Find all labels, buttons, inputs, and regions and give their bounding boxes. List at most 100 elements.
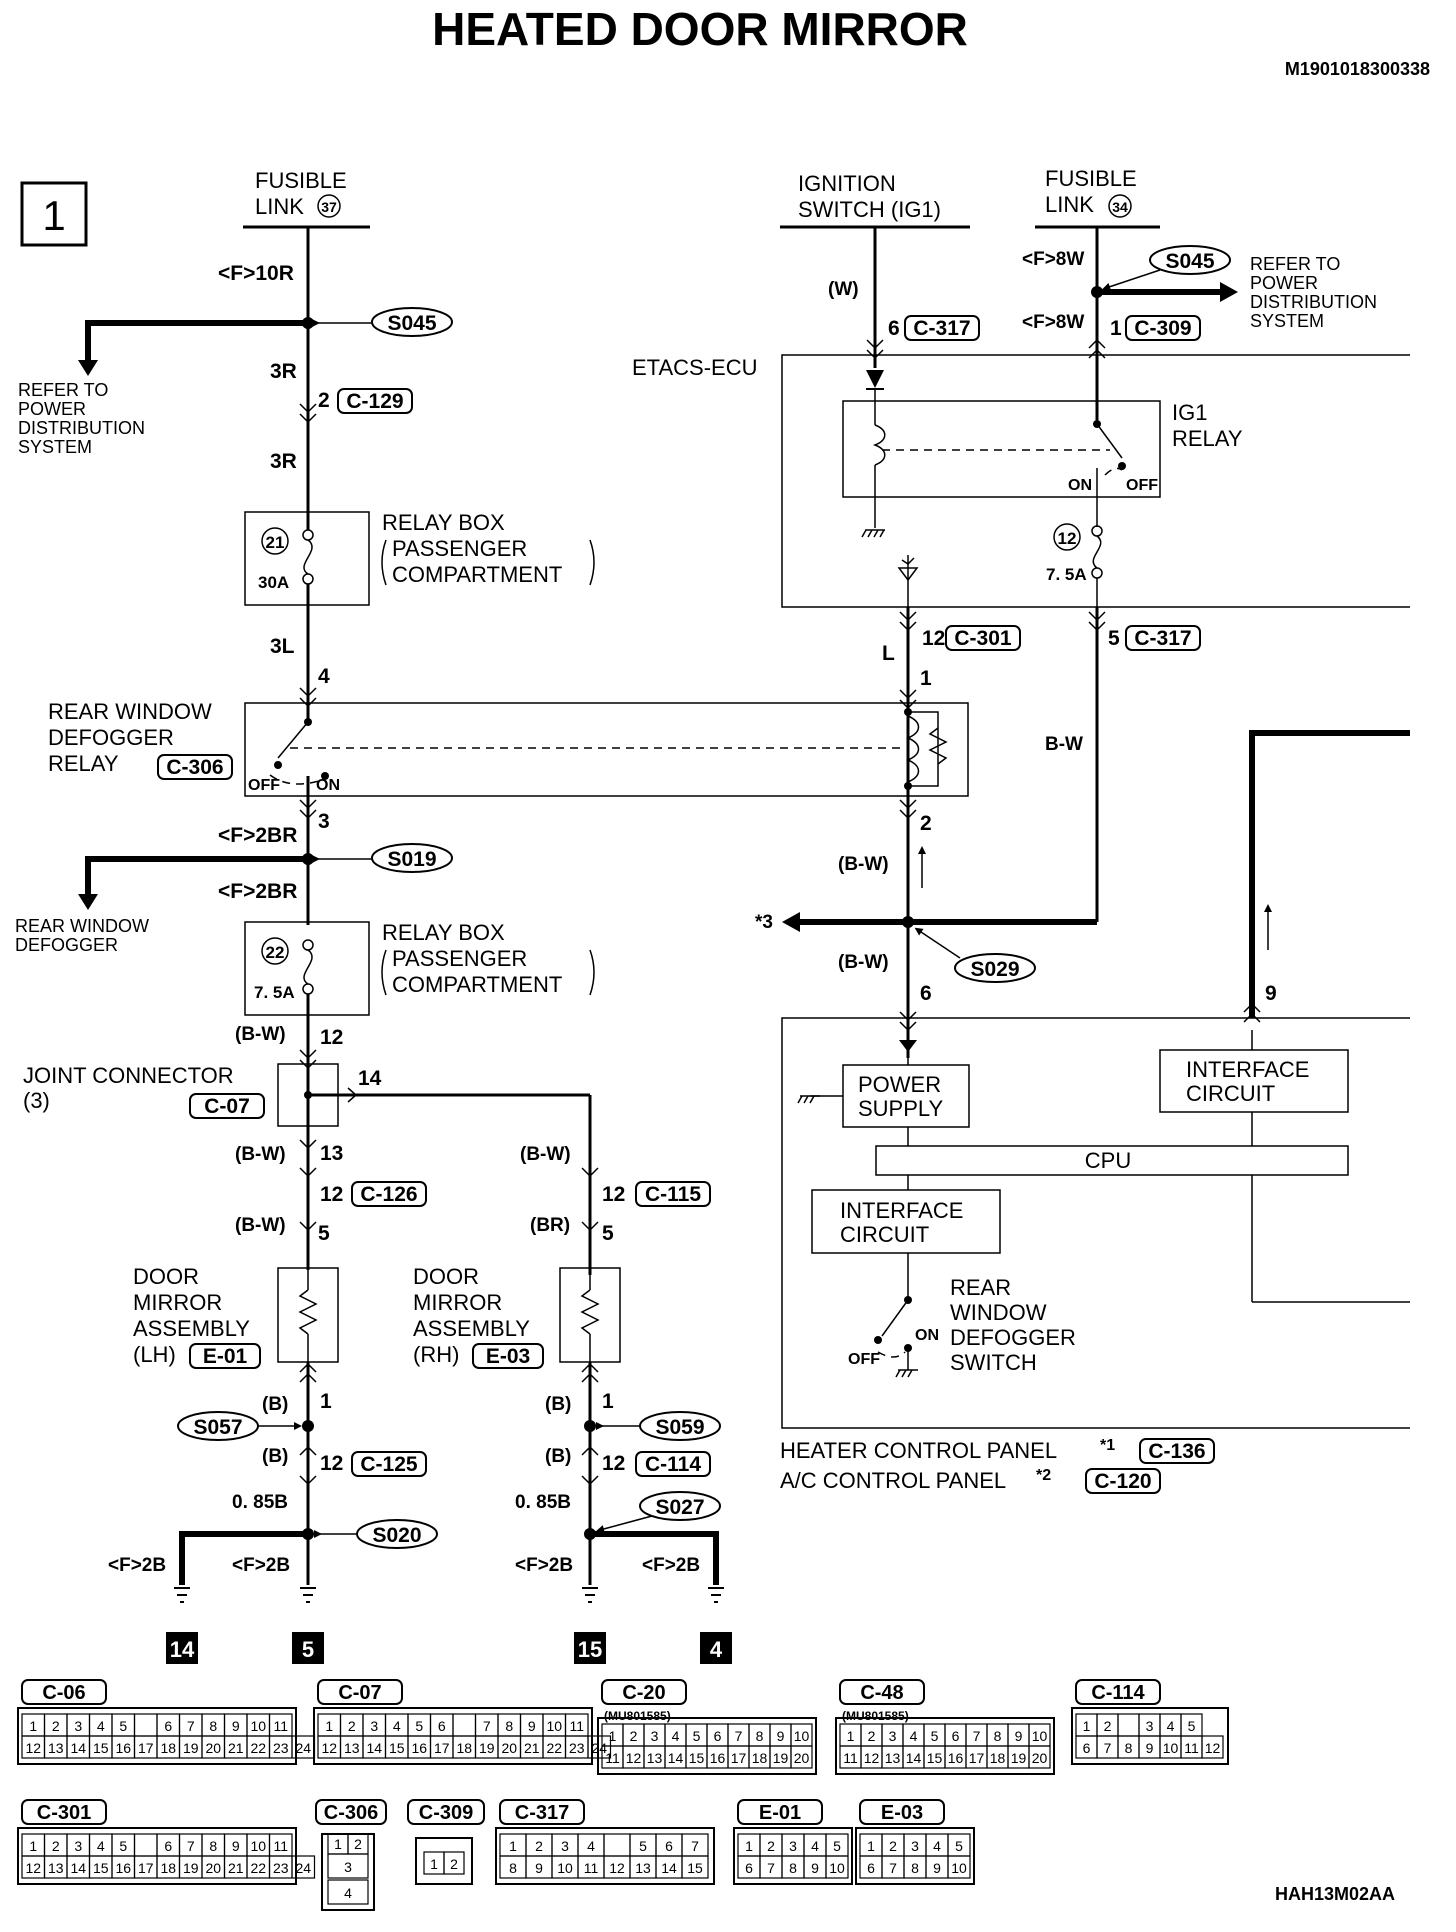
svg-text:RELAY: RELAY [1172, 426, 1243, 451]
page-number-box: 1 [20, 181, 88, 247]
svg-text:4: 4 [318, 665, 330, 688]
svg-text:PASSENGER: PASSENGER [392, 946, 527, 971]
svg-text:7: 7 [483, 1718, 491, 1734]
svg-text:C-301: C-301 [37, 1802, 91, 1824]
svg-text:20: 20 [1032, 1750, 1048, 1766]
svg-text:SWITCH: SWITCH [950, 1350, 1037, 1375]
svg-text:9: 9 [232, 1838, 240, 1854]
svg-text:<F>2B: <F>2B [642, 1555, 700, 1576]
svg-text:COMPARTMENT: COMPARTMENT [392, 562, 562, 587]
svg-text:2: 2 [920, 812, 932, 835]
svg-text:(B): (B) [545, 1394, 571, 1415]
svg-text:12: 12 [25, 1860, 41, 1876]
svg-text:(B-W): (B-W) [520, 1144, 571, 1165]
svg-text:S020: S020 [372, 1524, 421, 1547]
svg-text:8: 8 [209, 1838, 217, 1854]
svg-text:10: 10 [250, 1718, 266, 1734]
svg-text:17: 17 [138, 1860, 154, 1876]
svg-text:INTERFACE: INTERFACE [1186, 1057, 1309, 1082]
svg-text:3L: 3L [270, 635, 295, 658]
svg-text:16: 16 [115, 1860, 131, 1876]
svg-text:E-03: E-03 [881, 1802, 923, 1824]
svg-text:12: 12 [864, 1750, 880, 1766]
svg-text:24: 24 [591, 1740, 607, 1756]
svg-text:5: 5 [955, 1838, 963, 1854]
svg-text:FUSIBLE: FUSIBLE [1045, 166, 1137, 191]
interface-wire [1249, 730, 1410, 1018]
svg-text:19: 19 [183, 1860, 199, 1876]
svg-text:9: 9 [933, 1860, 941, 1876]
svg-text:6: 6 [952, 1728, 960, 1744]
svg-text:(B-W): (B-W) [838, 854, 889, 875]
svg-text:2: 2 [52, 1718, 60, 1734]
etacs-ecu: ETACS-ECU IG1 RELAY ON OFF 12 7. 5A [632, 354, 1410, 608]
svg-text:C-114: C-114 [1091, 1682, 1145, 1704]
splice-s045-left: S045 [312, 307, 453, 337]
svg-text:15: 15 [389, 1740, 405, 1756]
svg-text:3: 3 [370, 1718, 378, 1734]
refer-power-right: REFER TO POWER DISTRIBUTION SYSTEM [1097, 254, 1377, 331]
svg-text:20: 20 [205, 1740, 221, 1756]
svg-text:ON: ON [316, 777, 340, 794]
svg-text:4: 4 [672, 1728, 680, 1744]
svg-text:4: 4 [1167, 1718, 1175, 1734]
svg-text:8: 8 [911, 1860, 919, 1876]
svg-text:5: 5 [602, 1222, 614, 1245]
pin-mark [899, 799, 917, 820]
svg-text:0. 85B: 0. 85B [515, 1492, 571, 1513]
svg-text:11: 11 [1184, 1740, 1199, 1756]
svg-text:<F>2B: <F>2B [232, 1555, 290, 1576]
svg-text:11: 11 [273, 1718, 288, 1734]
svg-text:16: 16 [710, 1750, 726, 1766]
svg-text:REAR: REAR [950, 1275, 1011, 1300]
splice-s057: S057 [177, 1411, 302, 1441]
fusible-link-34: FUSIBLE LINK 34 [1035, 166, 1160, 229]
svg-text:22: 22 [250, 1740, 266, 1756]
svg-text:22: 22 [546, 1740, 562, 1756]
ground-symbols: 14 5 15 4 [166, 1587, 732, 1664]
splice-dot [584, 1420, 596, 1432]
svg-text:DEFOGGER: DEFOGGER [48, 725, 174, 750]
svg-text:CIRCUIT: CIRCUIT [840, 1222, 929, 1247]
svg-text:5: 5 [1188, 1718, 1196, 1734]
svg-text:<F>8W: <F>8W [1022, 312, 1084, 333]
svg-text:14: 14 [661, 1860, 677, 1876]
svg-text:REFER TO: REFER TO [1250, 254, 1340, 274]
pin-mark [299, 1362, 317, 1383]
rh-ground-branch [590, 1531, 719, 1585]
svg-text:17: 17 [138, 1740, 154, 1756]
svg-text:C-48: C-48 [860, 1682, 903, 1704]
svg-text:5: 5 [639, 1838, 647, 1854]
svg-text:IG1: IG1 [1172, 400, 1207, 425]
svg-text:12: 12 [321, 1740, 337, 1756]
svg-text:SYSTEM: SYSTEM [18, 437, 92, 457]
c317-tag-a [904, 315, 980, 341]
svg-text:RELAY BOX: RELAY BOX [382, 920, 505, 945]
svg-text:23: 23 [569, 1740, 585, 1756]
svg-text:10: 10 [546, 1718, 562, 1734]
svg-text:12: 12 [1205, 1740, 1221, 1756]
svg-text:S059: S059 [655, 1416, 704, 1439]
splice-dot [902, 916, 914, 928]
svg-text:7: 7 [691, 1838, 699, 1854]
svg-text:24: 24 [295, 1740, 311, 1756]
svg-text:5: 5 [302, 1637, 314, 1662]
svg-text:POWER: POWER [1250, 273, 1318, 293]
svg-text:OFF: OFF [1126, 477, 1158, 494]
svg-text:INTERFACE: INTERFACE [840, 1198, 963, 1223]
svg-text:C-114: C-114 [645, 1453, 701, 1476]
svg-text:(MU801585): (MU801585) [604, 1709, 671, 1723]
page-title: HEATED DOOR MIRROR [432, 3, 968, 55]
svg-text:15: 15 [927, 1750, 943, 1766]
svg-text:WINDOW: WINDOW [950, 1300, 1047, 1325]
svg-text:FUSIBLE: FUSIBLE [255, 168, 347, 193]
svg-text:4: 4 [344, 1885, 352, 1901]
pin-mark [581, 1445, 599, 1486]
svg-text:17: 17 [731, 1750, 747, 1766]
svg-text:(B): (B) [262, 1394, 288, 1415]
svg-text:4: 4 [710, 1637, 723, 1662]
svg-text:C-07: C-07 [204, 1095, 250, 1118]
svg-text:C-129: C-129 [346, 390, 403, 413]
